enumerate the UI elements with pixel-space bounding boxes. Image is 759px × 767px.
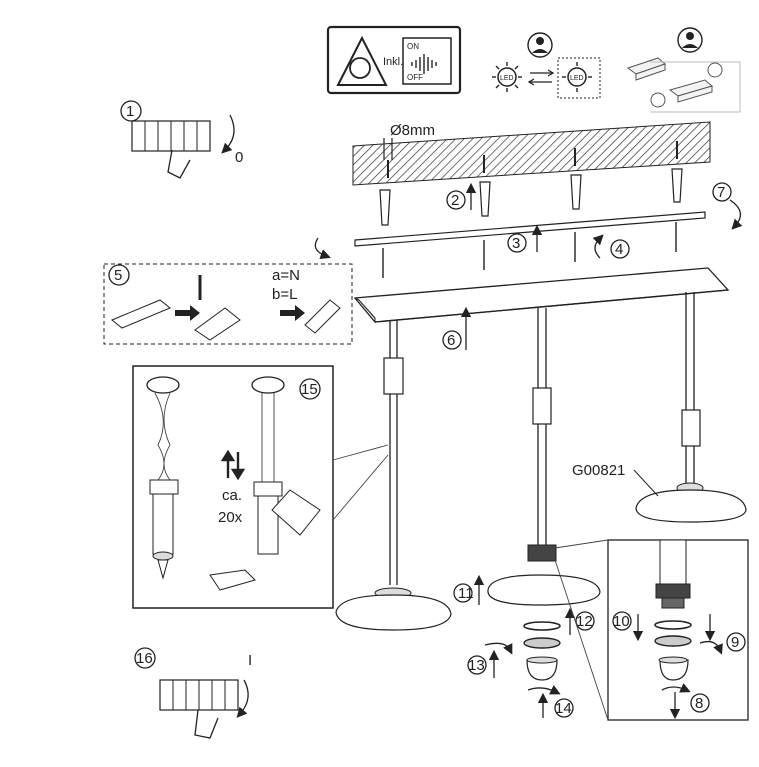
dimmer-info-box: Inkl. ON OFF xyxy=(326,25,462,95)
driver-box-icon xyxy=(626,57,741,113)
up-down-arrows-icon xyxy=(220,449,246,481)
svg-text:LED: LED xyxy=(570,75,584,82)
detail-box-steps-8-10: 10 9 8 xyxy=(554,539,749,721)
pendant-middle xyxy=(487,308,601,606)
technician-icon xyxy=(527,32,553,58)
led-bulb-left-icon: LED xyxy=(492,62,522,92)
wiring-box-step5: 5 a=N b=L xyxy=(103,263,353,345)
mounting-rail xyxy=(314,199,743,260)
model-code-label: G00821 xyxy=(572,462,625,479)
screws xyxy=(382,222,677,278)
cable-adjust-box-step15: 15 ca. 20x xyxy=(132,365,389,609)
wall-plugs xyxy=(379,168,683,226)
arrow-right-icon xyxy=(175,305,200,321)
dimmer-knob-icon xyxy=(349,57,371,79)
hand-icon-2 xyxy=(271,489,321,536)
step9-label: 9 xyxy=(731,634,739,651)
svg-text:1: 1 xyxy=(126,103,134,120)
step13-label: 13 xyxy=(468,657,485,674)
inkl-label: Inkl. xyxy=(383,56,403,68)
step15-label: 15 xyxy=(301,381,318,398)
hand-icon-4 xyxy=(194,709,219,739)
step7-label: 7 xyxy=(717,184,725,201)
dimmer-triangle-icon xyxy=(336,35,388,86)
rotate-right-icon xyxy=(729,199,743,230)
ceiling: Ø8mm xyxy=(352,121,711,186)
step11-label: 11 xyxy=(458,585,474,602)
rotate-left-icon xyxy=(314,237,331,260)
pendant-right xyxy=(635,292,747,523)
step2-label: 2 xyxy=(451,192,459,209)
hand-icon xyxy=(167,149,191,179)
svg-text:LED: LED xyxy=(500,75,514,82)
exchange-arrows-icon xyxy=(527,69,555,86)
pendant-left xyxy=(335,320,452,631)
sound-wave-icon xyxy=(411,54,437,74)
hand-icon-3 xyxy=(209,569,256,591)
rotate-arrow-icon-2 xyxy=(236,679,249,718)
wire-b-label: b=L xyxy=(272,286,297,303)
rotate-arrow-icon xyxy=(221,114,235,154)
lamp-canopy xyxy=(353,267,730,324)
led-replacement-icons: LED LED xyxy=(492,27,741,113)
led-bulb-right-icon: LED xyxy=(562,62,592,92)
arrow-right-icon-2 xyxy=(280,305,305,321)
step3-label: 3 xyxy=(512,235,520,252)
switch-off-label: 0 xyxy=(235,149,243,166)
svg-text:16: 16 xyxy=(136,650,153,667)
step4-label: 4 xyxy=(615,241,623,258)
off-label: OFF xyxy=(407,73,423,82)
wire-a-label: a=N xyxy=(272,267,300,284)
step14-label: 14 xyxy=(555,700,572,717)
step6-label: 6 xyxy=(447,332,455,349)
terminal-block-step1: 1 0 xyxy=(120,100,243,179)
step12-label: 12 xyxy=(576,613,593,630)
shade-parts xyxy=(523,621,561,681)
switch-on-label: I xyxy=(248,652,252,669)
technician-icon-2 xyxy=(677,27,703,53)
on-label: ON xyxy=(407,42,419,51)
step8-label: 8 xyxy=(695,695,703,712)
step10-label: 10 xyxy=(613,613,630,630)
drill-holes xyxy=(387,141,678,178)
ca-label: ca. xyxy=(222,487,242,504)
terminal-block-step16: 16 I xyxy=(134,647,252,739)
step5-label: 5 xyxy=(114,267,122,284)
drill-diameter-label: Ø8mm xyxy=(390,122,435,139)
times-label: 20x xyxy=(218,509,243,526)
